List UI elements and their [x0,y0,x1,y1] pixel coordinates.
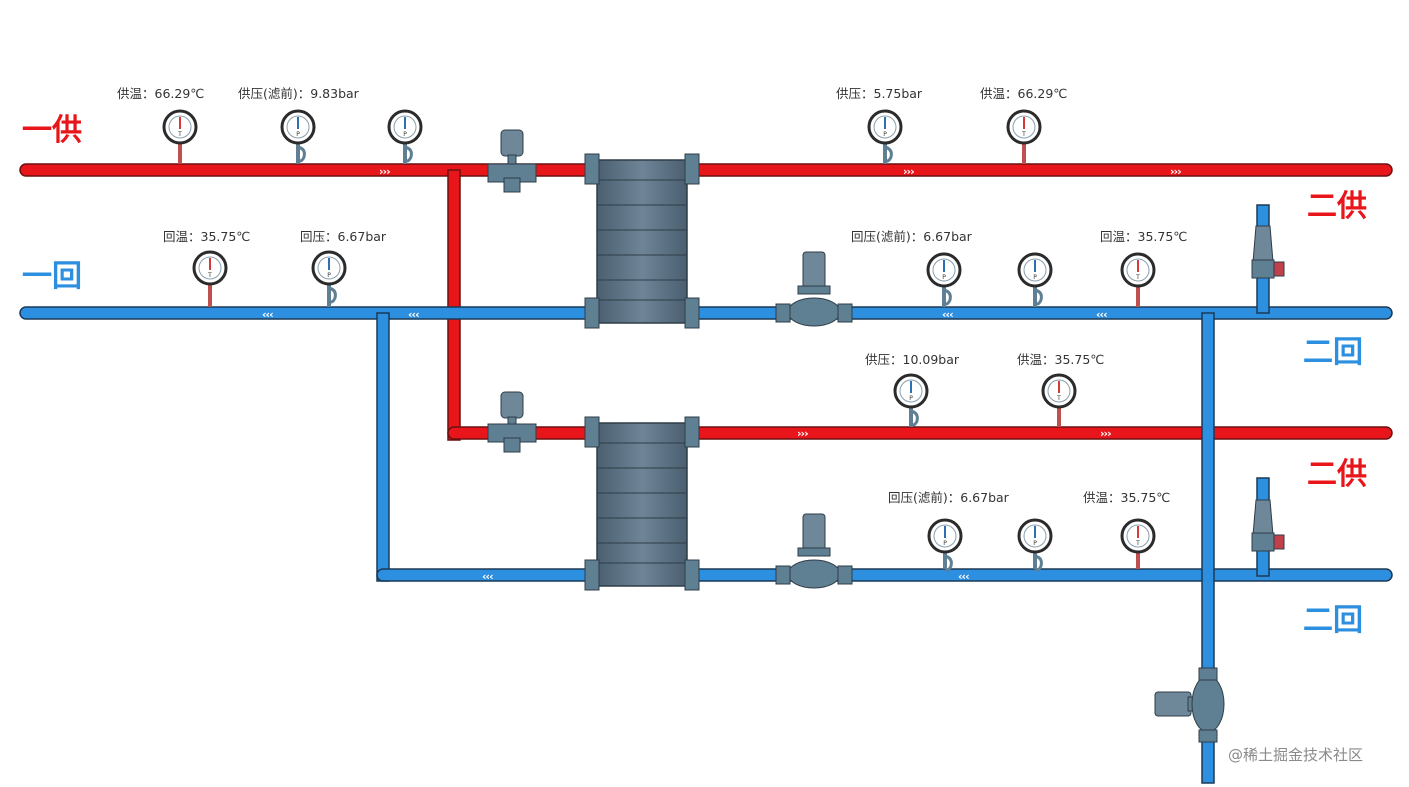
pressure-gauge: P [311,250,347,307]
secondary-return-pipe-2 [376,568,1393,582]
flow-arrow-left: ‹‹‹ [1096,308,1107,321]
primary-supply-pressure-filter-reading: 供压(滤前)：9.83bar [238,86,360,101]
pressure-gauge: P [926,252,962,307]
temperature-gauge: T [1006,109,1042,164]
gauge-letter: T [1135,274,1140,281]
primary-return-pressure-reading: 回压：6.67bar [300,229,387,244]
gauge-letter: T [1056,395,1061,402]
temperature-gauge: T [1120,518,1156,569]
flow-arrow-left: ‹‹‹ [408,308,419,321]
temperature-gauge: T [1120,252,1156,307]
secondary-return-temp-reading-2: 供温：35.75℃ [1083,490,1170,505]
safety-valve-1 [1251,225,1285,279]
temperature-gauge: T [1041,373,1077,427]
label-secondary-supply-1: 二供 [1307,189,1367,224]
pressure-gauge: P [893,373,929,427]
plate-heat-exchanger-2 [584,416,700,591]
gauge-letter: P [942,274,946,281]
safety-valve-2 [1251,499,1285,552]
gauge-letter: P [1033,540,1037,547]
pressure-gauge: P [280,109,316,164]
flow-arrow-left: ‹‹‹ [262,308,273,321]
gauge-letter: P [943,540,947,547]
flow-arrow-right: ››› [797,427,808,440]
gauge-letter: T [1135,540,1140,547]
label-secondary-supply-2: 二供 [1307,457,1367,492]
circulation-pump-1 [775,251,853,327]
secondary-return-temp-reading-1: 回温：35.75℃ [1100,229,1187,244]
flow-arrow-right: ››› [1100,427,1111,440]
control-valve-2 [487,391,537,453]
secondary-supply-pressure-reading-2: 供压：10.09bar [865,352,960,367]
primary-supply-branch [447,169,461,441]
secondary-return-pressure-filter-reading-1: 回压(滤前)：6.67bar [851,229,973,244]
primary-return-temp-reading: 回温：35.75℃ [163,229,250,244]
pressure-gauge: P [927,518,963,572]
pressure-gauge: P [387,109,423,164]
primary-return-branch [376,312,390,582]
readings: 供温：66.29℃ 供压(滤前)：9.83bar 供压：5.75bar 供温：6… [117,86,1187,505]
pipes [19,163,1393,784]
temperature-gauge: T [192,250,228,307]
flow-arrow-right: ››› [1170,165,1181,178]
secondary-supply-pressure-reading-1: 供压：5.75bar [836,86,923,101]
gauge-letter: T [177,131,182,138]
primary-supply-temp-reading: 供温：66.29℃ [117,86,204,101]
flow-arrow-left: ‹‹‹ [482,570,493,583]
gauge-letter: T [207,272,212,279]
pressure-gauge: P [1017,518,1053,572]
gauge-letter: P [1033,274,1037,281]
gauge-letter: T [1021,131,1026,138]
gauge-letter: P [296,131,300,138]
label-primary-supply: 一供 [22,113,82,148]
gauge-letter: P [909,395,913,402]
watermark: @稀土掘金技术社区 [1228,746,1363,764]
gauge-letter: P [403,131,407,138]
flow-arrow-left: ‹‹‹ [958,570,969,583]
primary-supply-pipe [19,163,1393,177]
primary-return-pipe [19,306,1393,320]
return-riser [1201,312,1215,784]
pressure-gauge: P [1017,252,1053,307]
circulation-pump-2 [775,513,853,589]
plate-heat-exchanger-1 [584,153,700,329]
flow-arrows: ››› ››› ››› ‹‹‹ ‹‹‹ ‹‹‹ ‹‹‹ ››› ››› ‹‹‹ … [262,165,1182,583]
flow-arrow-left: ‹‹‹ [942,308,953,321]
makeup-pump [1154,667,1225,743]
pressure-gauge: P [867,109,903,164]
secondary-supply-temp-reading-2: 供温：35.75℃ [1017,352,1104,367]
label-secondary-return-1: 二回 [1303,335,1363,370]
flow-arrow-right: ››› [379,165,390,178]
temperature-gauge: T [162,109,198,164]
gauge-letter: P [883,131,887,138]
control-valve-1 [487,129,537,193]
secondary-return-pressure-filter-reading-2: 回压(滤前)：6.67bar [888,490,1010,505]
flow-arrow-right: ››› [903,165,914,178]
label-secondary-return-2: 二回 [1303,603,1363,638]
gauge-letter: P [327,272,331,279]
label-primary-return: 一回 [22,259,82,294]
pipe-labels: 一供 一回 二供 二回 二供 二回 [22,113,1367,638]
gauges: T P P P T T P P P T P T P P T [162,109,1156,572]
secondary-supply-temp-reading-1: 供温：66.29℃ [980,86,1067,101]
